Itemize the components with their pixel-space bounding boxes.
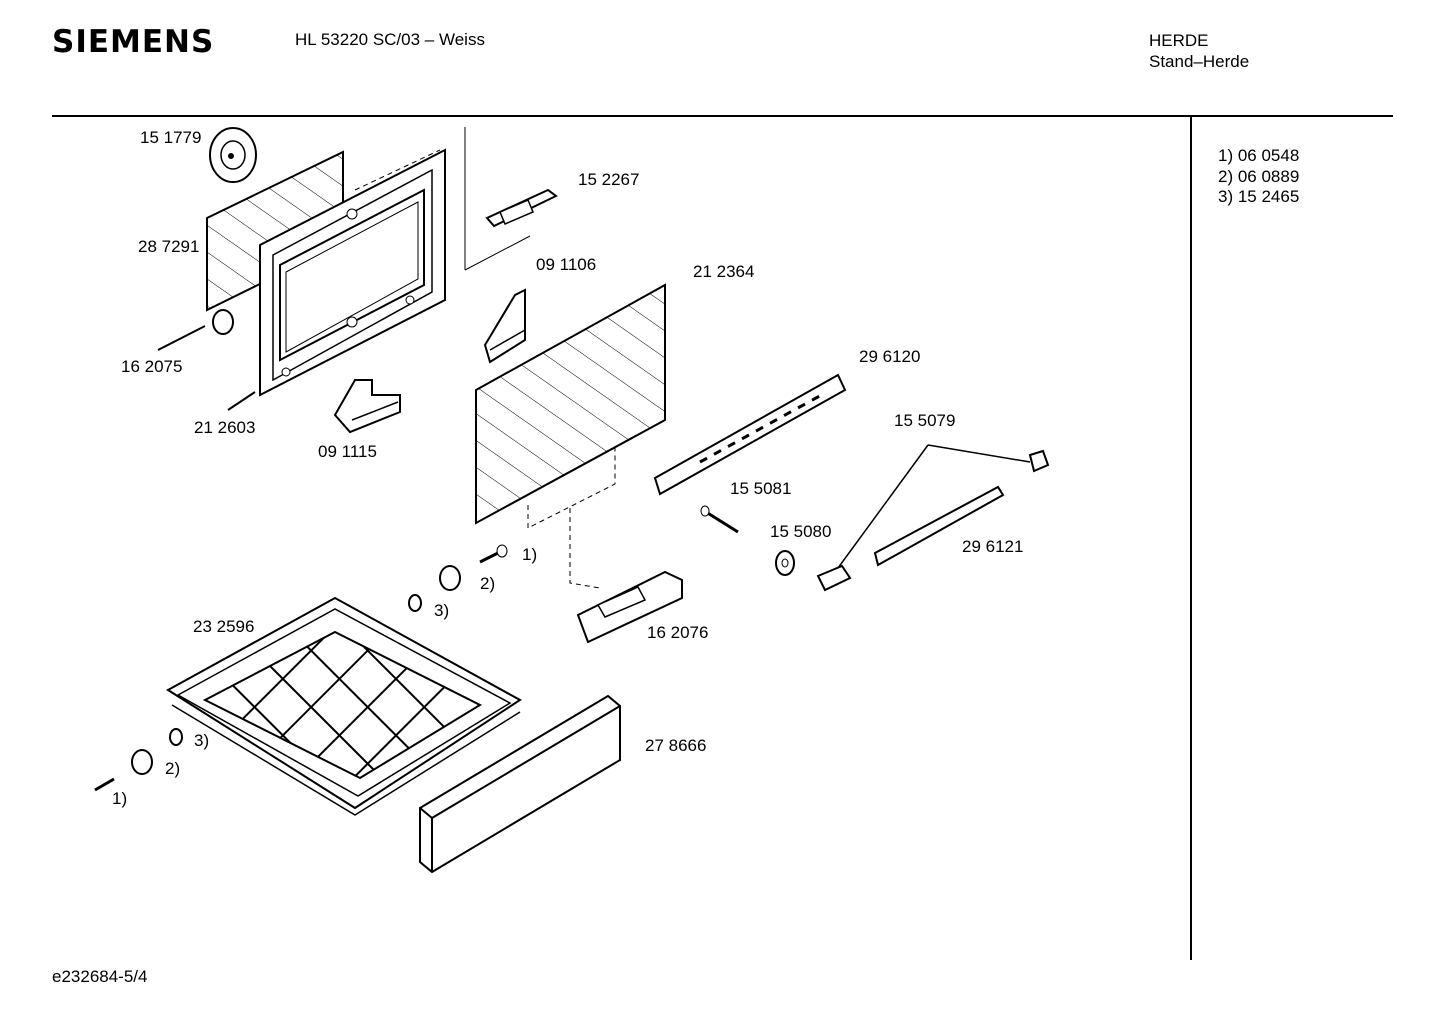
model-title: HL 53220 SC/03 – Weiss [295,30,485,49]
footnote-list: 1) 06 0548 2) 06 0889 3) 15 2465 [1218,146,1299,208]
fastener-set-upper [408,544,508,612]
hinge-091106 [483,288,526,364]
footnote-1: 1) 06 0548 [1218,146,1300,165]
label-296121: 29 6121 [962,537,1023,556]
fastener-set-lower [94,728,183,792]
washer-155080 [775,550,795,576]
footnote-2: 2) 06 0889 [1218,166,1300,186]
footnote-3: 3) 15 2465 [1218,187,1300,206]
label-162075: 16 2075 [121,357,182,376]
label-212603: 21 2603 [194,418,255,437]
callout-2-upper: 2) [480,574,495,593]
hinge-091115 [333,379,401,434]
category-line-2: Stand–Herde [1149,52,1250,71]
knob-151779 [209,127,257,183]
label-091106: 09 1106 [536,255,596,274]
label-232596: 23 2596 [193,617,254,636]
drawer-front-278666 [419,694,621,874]
label-296120: 29 6120 [859,347,920,366]
label-155079: 15 5079 [894,411,955,430]
label-152267: 15 2267 [578,170,639,189]
rail-296121 [873,485,1005,567]
label-155081: 15 5081 [730,479,791,498]
label-155080: 15 5080 [770,522,831,541]
label-287291: 28 7291 [138,237,199,256]
callout-1-lower: 1) [112,789,127,808]
screw-155081 [700,505,739,534]
bracket-162076 [569,508,683,644]
inner-glass-212364 [475,283,666,529]
callout-3-upper: 3) [434,601,449,620]
door-frame-212603 [259,148,446,397]
hinge-bracket-top-152267 [464,127,558,271]
brand-logo: SIEMENS [52,24,215,60]
callout-2-lower: 2) [165,759,180,778]
rail-296120 [653,373,847,496]
spacer-162075 [157,309,234,351]
callout-3-lower: 3) [194,731,209,750]
label-162076: 16 2076 [647,623,708,642]
label-151779: 15 1779 [140,128,201,147]
clip-155079 [816,444,1050,592]
callout-1-upper: 1) [522,545,537,564]
drawer-tray-232596 [166,596,522,816]
drawing-code: e232684-5/4 [52,967,148,986]
category-line-1: HERDE [1149,31,1209,50]
label-091115: 09 1115 [318,442,377,461]
label-278666: 27 8666 [645,736,706,755]
category-block: HERDE Stand–Herde [1149,30,1249,72]
label-212364: 21 2364 [693,262,754,281]
